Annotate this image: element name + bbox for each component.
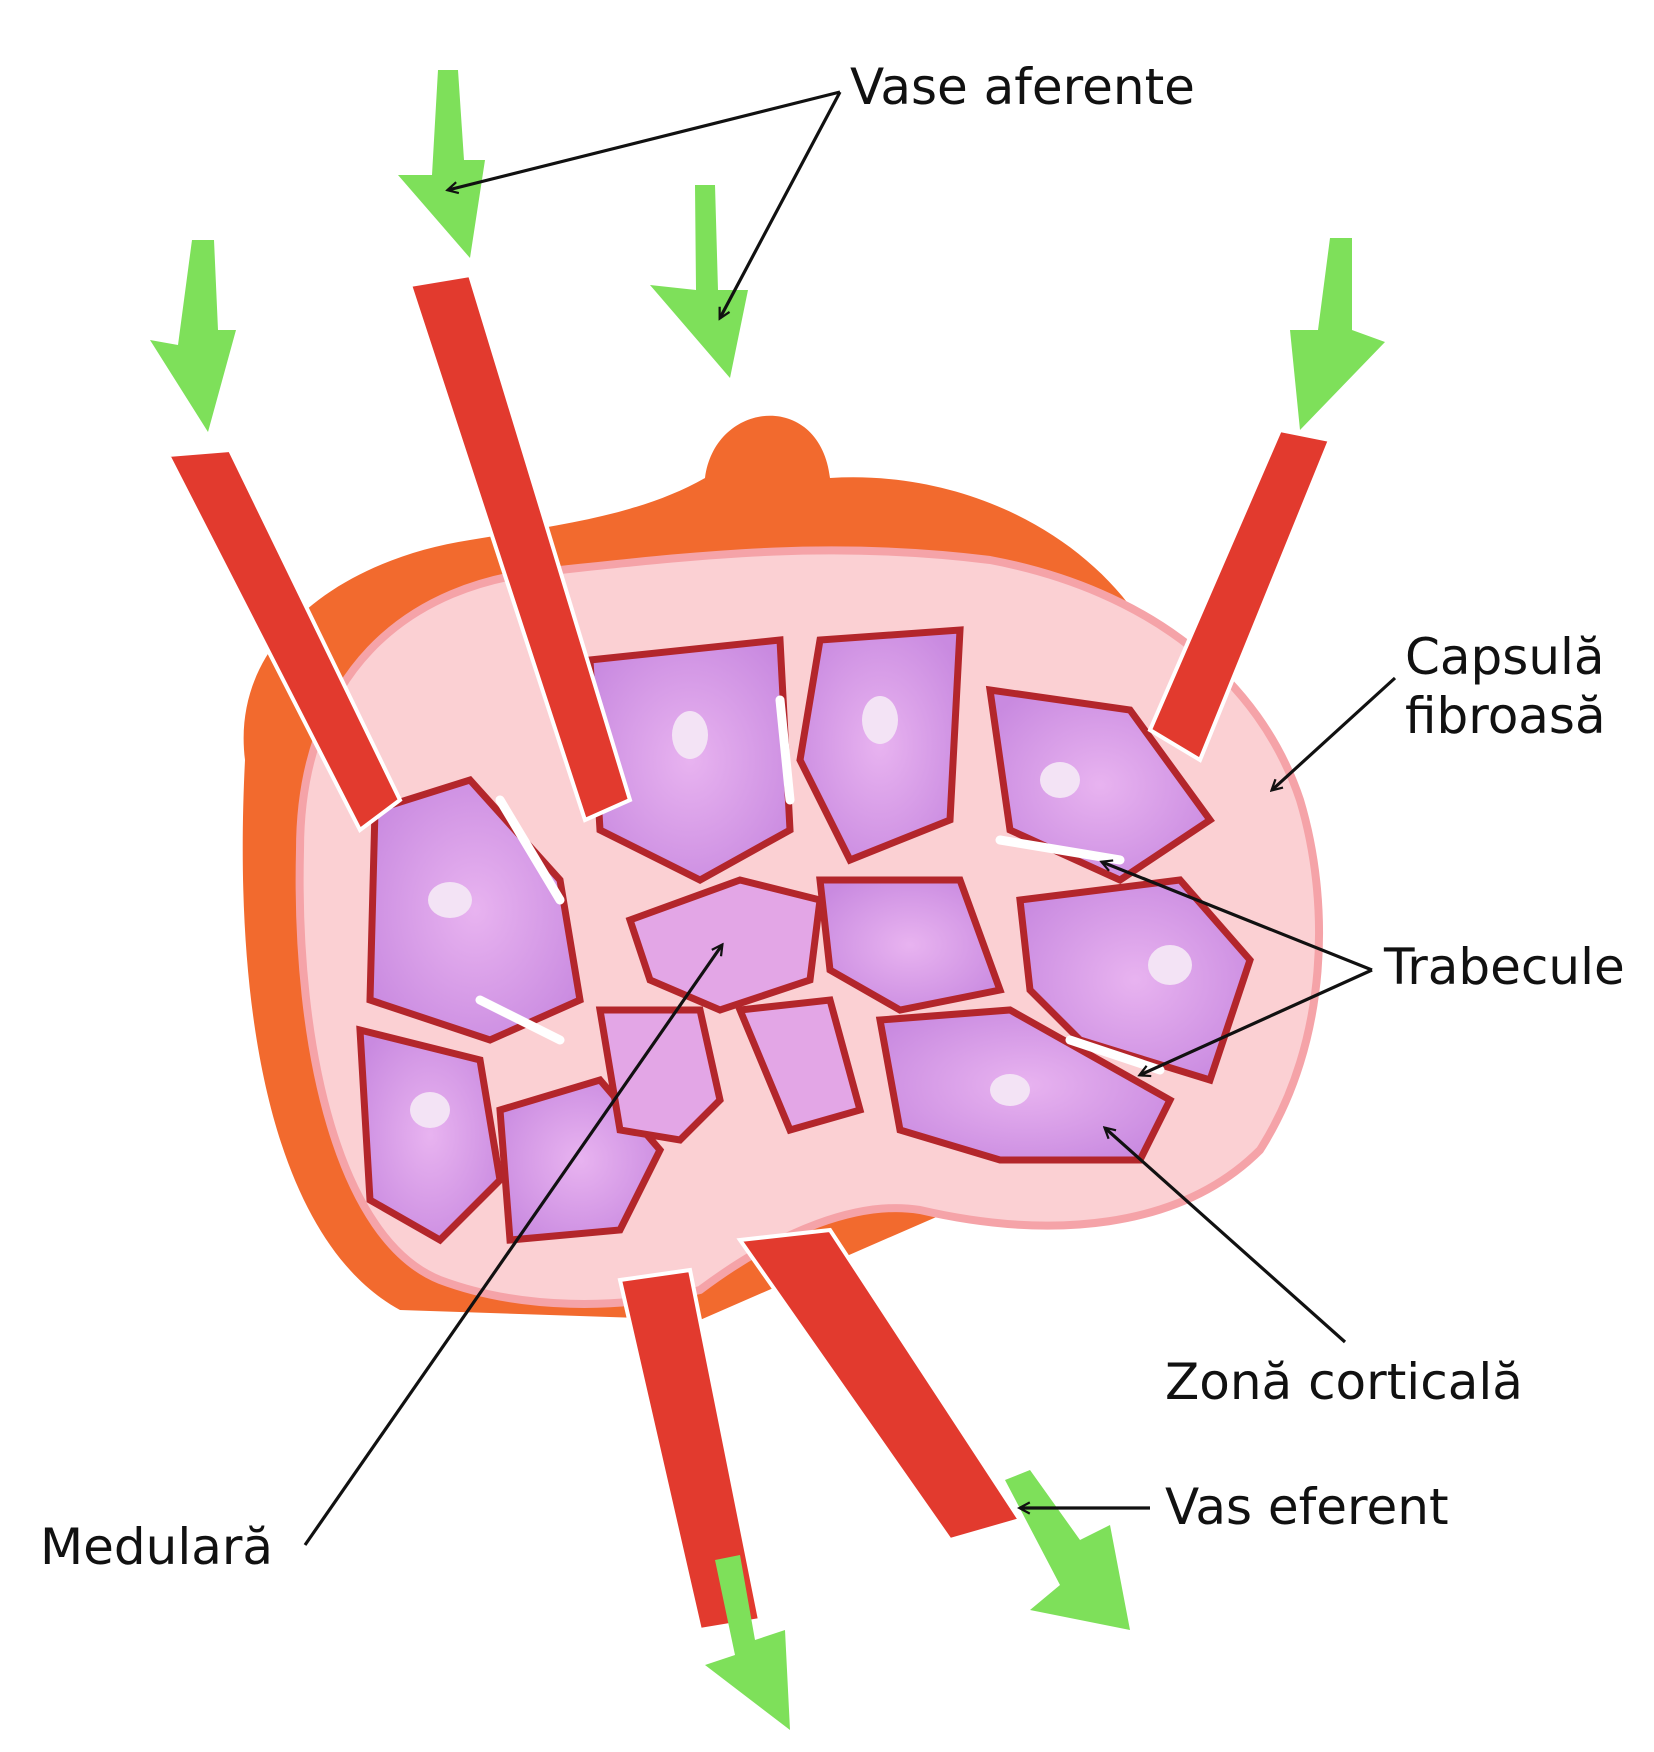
afferent-vessels <box>164 272 1333 834</box>
flow-arrow-2 <box>398 70 485 258</box>
afferent-vessel <box>164 447 403 834</box>
efferent-vessels <box>617 1227 1024 1633</box>
efferent-vessel <box>736 1227 1024 1543</box>
trabecula <box>1065 1035 1165 1075</box>
trabecula <box>995 835 1125 865</box>
leader-trabecule-b <box>1140 968 1373 1075</box>
afferent-vessel <box>1147 427 1333 763</box>
leader-lines <box>303 90 1397 1546</box>
trabecula <box>475 995 565 1045</box>
lobule <box>796 626 964 865</box>
flow-arrow-efferent-2 <box>1005 1470 1130 1630</box>
germinal-center <box>862 696 898 744</box>
label-capsula-line1: Capsulă <box>1405 628 1605 686</box>
flow-arrow-efferent-1 <box>705 1555 790 1730</box>
leader-zona-corticala <box>1105 1128 1347 1344</box>
leader-trabecule-a <box>1102 862 1373 972</box>
afferent-vessel <box>407 272 633 823</box>
medulla-lobule <box>734 996 865 1135</box>
leader-vase-aferente-a <box>448 90 841 190</box>
label-vas-eferent: Vas eferent <box>1165 1478 1449 1536</box>
label-medulara: Medulară <box>40 1518 274 1576</box>
efferent-vessel <box>617 1267 763 1633</box>
lobule <box>356 1025 504 1245</box>
germinal-center <box>410 1092 450 1128</box>
lobule <box>1016 876 1254 1085</box>
label-zona-corticala: Zonă corticală <box>1165 1353 1523 1411</box>
flow-arrow-4 <box>1290 238 1385 430</box>
flow-arrow-3 <box>650 185 748 378</box>
label-capsula-line2: fibroasă <box>1405 687 1606 745</box>
germinal-centers <box>410 696 1192 1128</box>
trabeculae <box>475 695 1165 1075</box>
lobule <box>816 876 1005 1014</box>
label-trabecule: Trabecule <box>1384 938 1625 996</box>
trabecula <box>495 795 565 905</box>
germinal-center <box>428 882 472 918</box>
leader-vase-aferente-b <box>720 91 842 318</box>
germinal-center <box>1148 945 1192 985</box>
germinal-center <box>672 711 708 759</box>
afferent-flow-arrows <box>150 70 1385 432</box>
medulla-lobule <box>595 1006 724 1144</box>
germinal-center <box>1040 762 1080 798</box>
leader-medulara <box>303 945 722 1546</box>
lobules <box>356 626 1254 1245</box>
medulla-lobule <box>625 876 824 1014</box>
germinal-center <box>990 1074 1030 1106</box>
label-capsula-fibroasa: Capsulă fibroasă <box>1405 628 1606 746</box>
leader-capsula <box>1272 676 1397 790</box>
flow-arrow-1 <box>150 240 236 432</box>
trabecula <box>775 695 795 805</box>
lobule <box>985 685 1215 884</box>
label-vase-aferente: Vase aferente <box>850 58 1195 116</box>
efferent-flow-arrows <box>705 1470 1130 1730</box>
